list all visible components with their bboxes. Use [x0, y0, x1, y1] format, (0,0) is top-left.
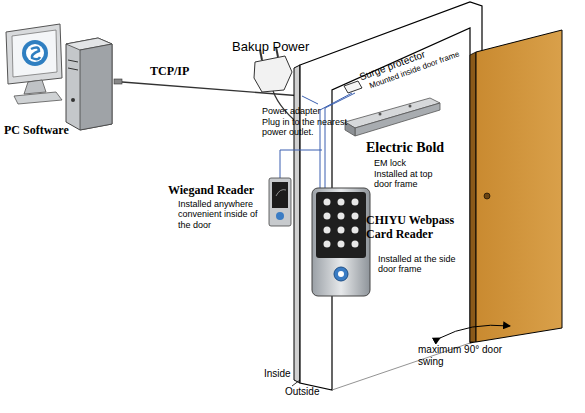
install-note: Installed at the side door frame: [378, 254, 458, 275]
surge-protector: [344, 81, 362, 93]
component-label: Electric Bold: [366, 140, 476, 156]
door-panel: [470, 30, 562, 342]
side-label: Inside: [264, 368, 314, 380]
component-label: Wiegand Reader: [168, 184, 278, 198]
install-note: Installed anywhere convenient inside of …: [178, 199, 268, 230]
side-pointer: [292, 380, 300, 386]
component-label: Bakup Power: [232, 40, 322, 55]
dimension-note: maximum 90° door swing: [418, 344, 508, 367]
em-lock: [345, 98, 440, 136]
pc-computer: [6, 24, 112, 130]
door-swing-arc: [440, 325, 510, 338]
component-label: PC Software: [4, 124, 94, 138]
component-label: CHIYU Webpass Card Reader: [366, 214, 476, 242]
wiegand-reader-device: [269, 178, 291, 226]
connection-label: TCP/IP: [150, 65, 210, 79]
side-label: Outside: [285, 386, 345, 398]
install-note: Plug in to the nearest power outlet.: [262, 117, 352, 138]
card-reader-device: [312, 188, 370, 296]
install-note: Installed at top door frame: [374, 169, 446, 190]
component-label: Power adapter: [262, 106, 352, 116]
component-label: EM lock: [374, 158, 454, 168]
